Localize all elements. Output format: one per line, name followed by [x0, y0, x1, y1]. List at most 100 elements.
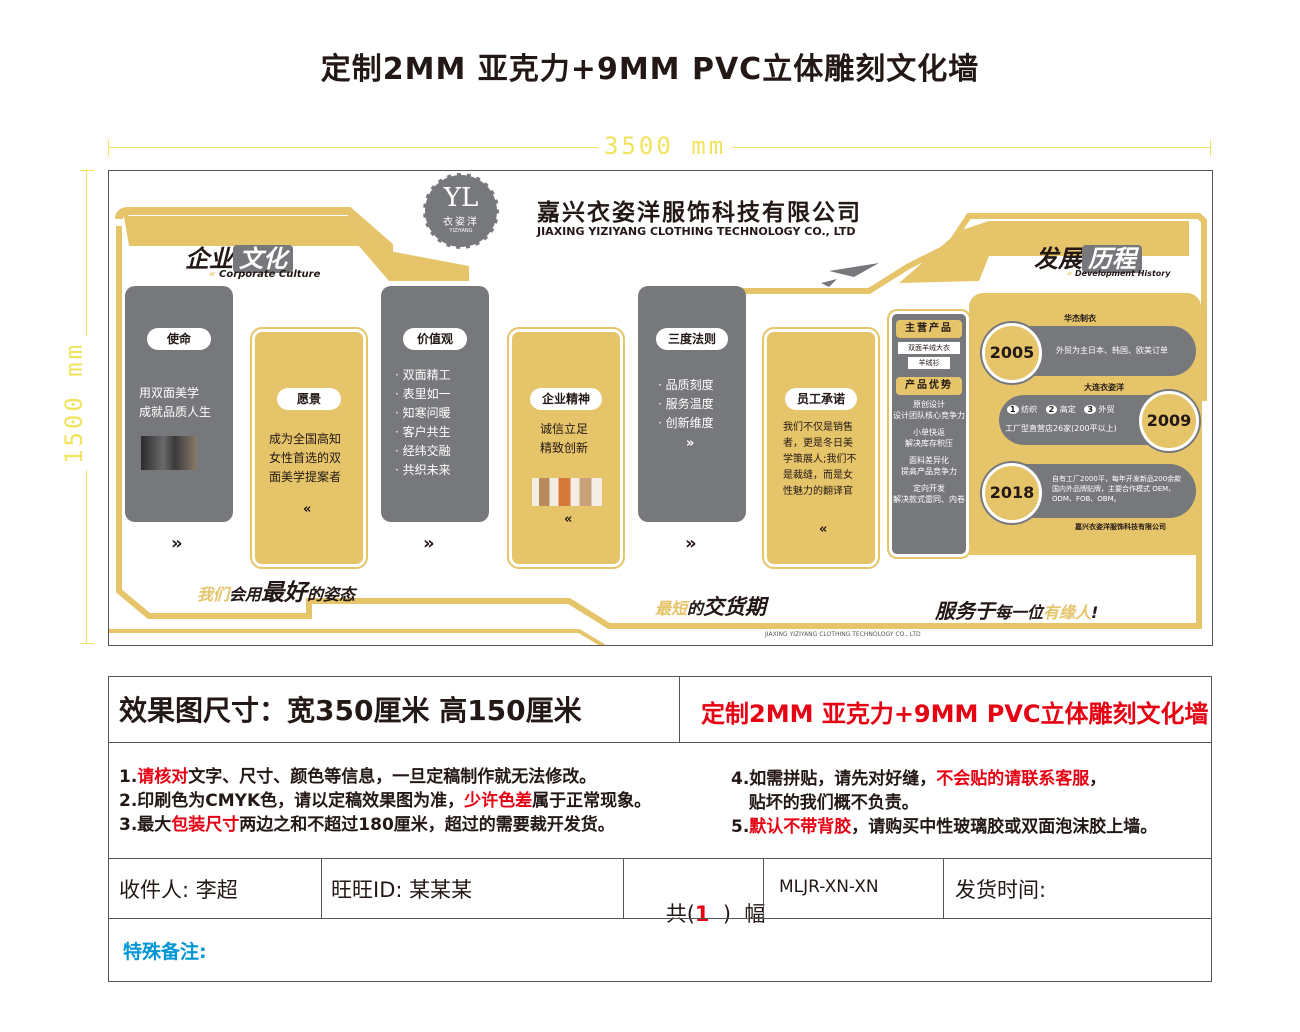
panel-values-line: · 知寒问暖 — [395, 406, 451, 420]
panel-spirit-text: 诚信立足 精致创新 — [540, 420, 588, 458]
note-text: 贴坏的我们概不负责。 — [731, 793, 919, 813]
height-dim-tick-top — [80, 170, 94, 171]
arrow-right-inner: » — [686, 436, 695, 451]
panel-mission-line: 用双面美学 — [139, 386, 200, 400]
panel-rules-label: 三度法则 — [656, 328, 728, 350]
panel-values-label: 价值观 — [403, 328, 467, 350]
step-num: 3 — [1084, 405, 1096, 414]
count-field: 共(1 ) 幅 — [639, 874, 766, 952]
note-highlight: 少许色差 — [464, 791, 533, 811]
history-heading: 发展历程 — [1034, 239, 1142, 274]
panel-values-line: · 客户共生 — [395, 425, 451, 439]
col-divider-2 — [623, 858, 624, 918]
note-text: ，请购买中性玻璃胶或双面泡沫胶上墙。 — [851, 817, 1158, 837]
note-text: ， — [1089, 769, 1107, 789]
height-dim-tick-bottom — [80, 643, 94, 644]
panel-values: 价值观 · 双面精工 · 表里如一 · 知寒问暖 · 客户共生 · 经纬交融 ·… — [381, 286, 489, 522]
history-heading-en: « Development History — [1067, 269, 1170, 278]
history-en-marker: « — [1067, 269, 1073, 278]
slogan-1: 我们会用最好的姿态 — [197, 573, 355, 607]
panel-spirit-line: 精致创新 — [540, 441, 589, 455]
panel-mission-label: 使命 — [147, 328, 211, 350]
slogan-3-b: 每一位 — [995, 603, 1044, 622]
note-highlight: 请核对 — [137, 767, 189, 787]
arrow-left-1: « — [303, 502, 312, 517]
advantages-title: 产品优势 — [896, 377, 962, 395]
slogan-1-c: 最好 — [261, 580, 308, 606]
note-line: 贴坏的我们概不负责。 — [731, 791, 1157, 815]
slogan-2-a: 最短 — [655, 599, 688, 618]
col-divider-4 — [943, 858, 944, 918]
step-label: 纺织 — [1021, 405, 1038, 414]
advantage-line: 面料差异化 — [909, 456, 949, 465]
panel-promise-line: 是裁缝，而是女 — [783, 470, 853, 481]
notes-right: 4.如需拼贴，请先对好缝，不会贴的请联系客服， 贴坏的我们概不负责。 5.默认不… — [731, 767, 1157, 839]
advantage-line: 小单快返 — [913, 428, 945, 437]
history-steps-2009: 1 纺织 2 高定 3 外贸 — [1007, 404, 1114, 415]
width-dim-tick-right — [1210, 140, 1211, 156]
panel-promise-label: 员工承诺 — [785, 388, 857, 410]
note-text: 文字、尺寸、颜色等信息，一旦定稿制作就无法修改。 — [188, 767, 597, 787]
count-number: 1 — [694, 902, 710, 926]
panel-rules-line: · 品质刻度 — [658, 378, 714, 392]
receiver-field: 收件人: 李超 — [119, 878, 238, 902]
panel-promise: 员工承诺 我们不仅是销售 者，更是冬日美 学策展人;我们不 是裁缝，而是女 性魅… — [764, 329, 878, 567]
note-highlight: 默认不带背胶 — [749, 817, 852, 837]
culture-en-marker: « — [209, 269, 216, 280]
width-dim-tick-left — [108, 140, 109, 156]
panel-mission: 使命 用双面美学 成就品质人生 — [125, 286, 233, 522]
advantage-line: 提高产品竞争力 — [901, 467, 957, 476]
company-name-cn: 嘉兴衣姿洋服饰科技有限公司 — [537, 200, 862, 226]
row-divider-3 — [109, 918, 1211, 919]
logo-letters: YL — [443, 183, 479, 213]
panel-vision-line: 女性首选的双 — [269, 451, 342, 465]
panel-rules-line: · 创新维度 — [658, 416, 714, 430]
note-text: 2.印刷色为CMYK色，请以定稿效果图为准， — [119, 791, 465, 811]
note-line: 2.印刷色为CMYK色，请以定稿效果图为准，少许色差属于正常现象。 — [119, 789, 651, 813]
order-info-table: 效果图尺寸：宽350厘米 高150厘米 定制2MM 亚克力+9MM PVC立体雕… — [108, 676, 1212, 982]
products-column: 主营产品 双面羊绒大衣 羊绒衫 产品优势 原创设计 设计团队核心竞争力 小单快返… — [889, 311, 969, 557]
height-dimension: 1500 mm — [60, 335, 88, 470]
panel-spirit-line: 诚信立足 — [540, 422, 589, 436]
row-divider-1 — [109, 742, 1211, 743]
year-2005: 2005 — [982, 323, 1042, 383]
panel-spirit-photo — [532, 478, 602, 506]
note-text: 两边之和不超过180厘米，超过的需要裁开发货。 — [239, 815, 615, 835]
slogan-2-c: 交货期 — [703, 595, 767, 619]
col-divider-3 — [763, 858, 764, 918]
note-text: 4.如需拼贴，请先对好缝， — [731, 769, 937, 789]
panel-mission-text: 用双面美学 成就品质人生 — [139, 384, 211, 422]
slogan-1-a: 我们 — [197, 585, 230, 604]
slogan-2-b: 的 — [687, 599, 704, 618]
advantage-line: 原创设计 — [913, 400, 945, 409]
notes-left: 1.请核对文字、尺寸、颜色等信息，一旦定稿制作就无法修改。 2.印刷色为CMYK… — [119, 765, 651, 837]
note-text: 属于正常现象。 — [532, 791, 652, 811]
note-line: 3.最大包装尺寸两边之和不超过180厘米，超过的需要裁开发货。 — [119, 813, 651, 837]
culture-wall-board: YL 衣姿洋 YIZIYANG 嘉兴衣姿洋服饰科技有限公司 JIAXING YI… — [108, 170, 1213, 646]
panel-mission-photo — [141, 436, 197, 470]
company-name-en: JIAXING YIZIYANG CLOTHING TECHNOLOGY CO.… — [537, 225, 856, 238]
note-highlight: 包装尺寸 — [171, 815, 240, 835]
note-line: 4.如需拼贴，请先对好缝，不会贴的请联系客服， — [731, 767, 1157, 791]
panel-spirit: 企业精神 诚信立足 精致创新 « — [509, 329, 623, 567]
panel-promise-line: 性魅力的翻译官 — [783, 486, 853, 497]
history-name-3: 嘉兴衣姿洋服饰科技有限公司 — [1075, 523, 1166, 531]
advantage-line: 定向开发 — [913, 484, 945, 493]
logo-circle: YL 衣姿洋 YIZIYANG — [423, 173, 499, 249]
panel-vision-line: 成为全国高知 — [269, 432, 342, 446]
panel-mission-line: 成就品质人生 — [139, 405, 212, 419]
culture-heading: 企业文化 — [185, 239, 293, 274]
panel-spirit-label: 企业精神 — [530, 388, 602, 410]
culture-title-a: 企业 — [185, 245, 233, 273]
culture-title-b: 文化 — [233, 245, 293, 273]
panel-rules-line: · 服务温度 — [658, 397, 714, 411]
row-divider-2 — [109, 858, 1211, 859]
history-text-2005: 外贸为主日本、韩国、欧美订单 — [1056, 346, 1168, 355]
note-line: 1.请核对文字、尺寸、颜色等信息，一旦定稿制作就无法修改。 — [119, 765, 651, 789]
slogan-3-d: ! — [1091, 603, 1099, 622]
panel-promise-line: 者，更是冬日美 — [783, 438, 853, 449]
panel-vision: 愿景 成为全国高知 女性首选的双 面美学提案者 « — [252, 329, 366, 567]
product-title: 定制2MM 亚克力+9MM PVC立体雕刻文化墙 — [701, 700, 1209, 728]
board-frame — [109, 207, 1207, 645]
note-text: 1. — [119, 767, 138, 787]
